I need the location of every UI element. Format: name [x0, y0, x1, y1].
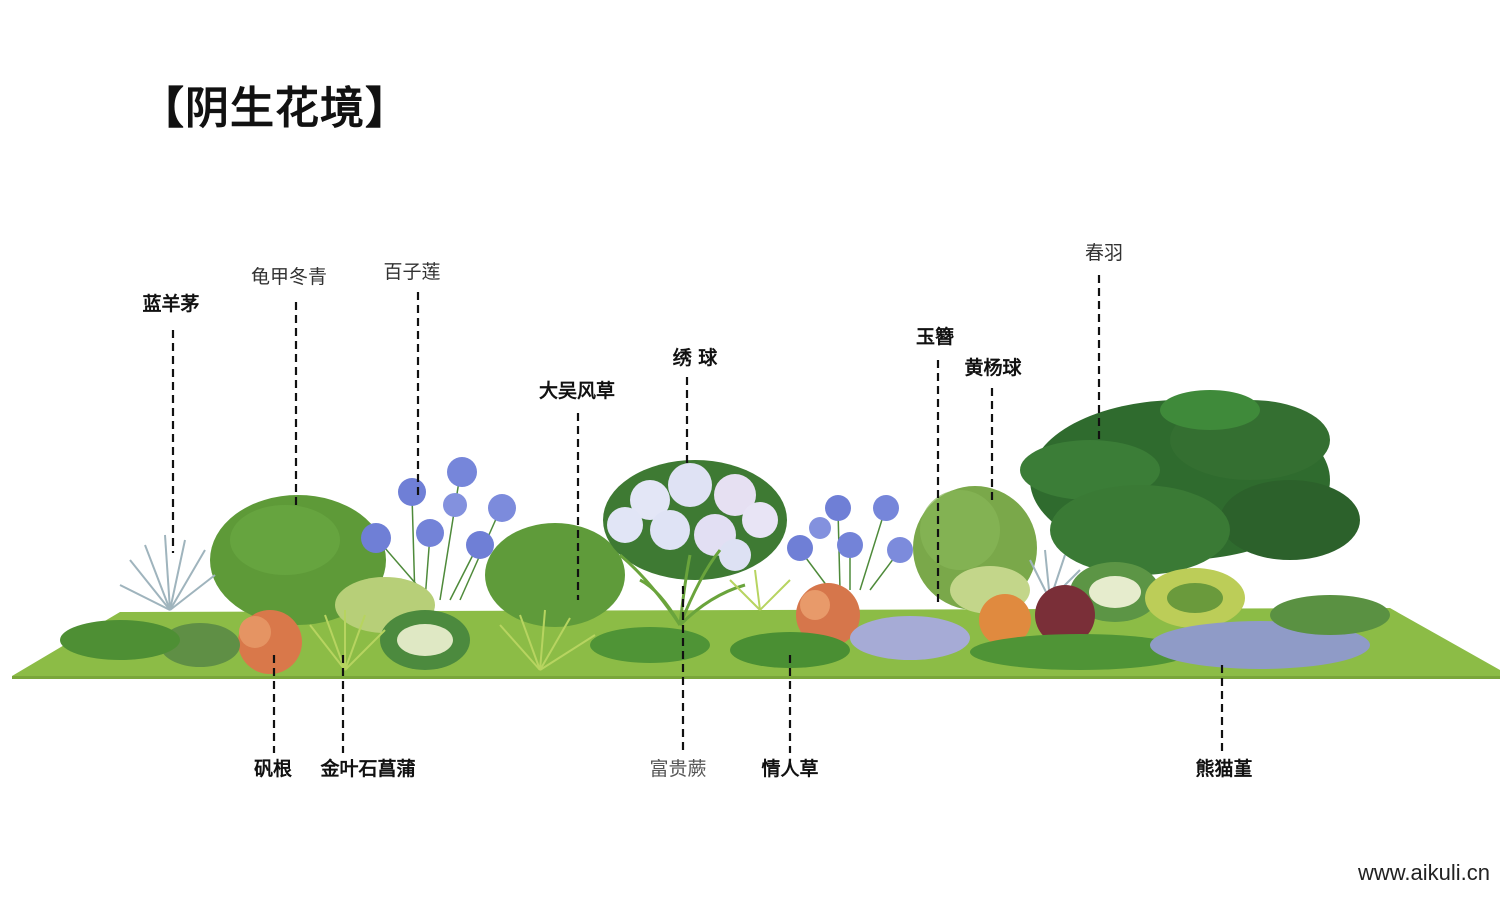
ground-cover	[60, 595, 1390, 670]
watermark-text: www.aikuli.cn	[1357, 860, 1490, 885]
label-guijiadongqing: 龟甲冬青	[250, 266, 328, 288]
label-xiongmaojin: 熊猫堇	[1195, 758, 1253, 780]
label-lanyangmao: 蓝羊茅	[142, 293, 200, 315]
label-yuzan: 玉簪	[915, 326, 955, 348]
label-fangen: 矾根	[253, 758, 293, 780]
lawn-edge	[12, 676, 1500, 679]
leader-lines	[171, 275, 1224, 753]
small-dome	[485, 523, 625, 627]
blue-fescue	[119, 534, 216, 611]
heuchera-coral	[238, 583, 1095, 674]
page-title: 【阴生花境】	[140, 83, 410, 134]
label-baizilian: 百子莲	[383, 261, 441, 283]
label-jinyeshichangpu: 金叶石菖蒲	[320, 758, 416, 780]
label-qingrencao: 情人草	[761, 758, 819, 780]
label-chunyu: 春羽	[1084, 242, 1124, 264]
hydrangea	[603, 460, 787, 580]
agapanthus-right	[787, 495, 913, 591]
label-huangyangqiu: 黄杨球	[964, 357, 1022, 379]
label-fuguijue: 富贵蕨	[649, 758, 707, 780]
label-dawufengcao: 大吴风草	[538, 380, 616, 402]
sweet-flag-grass	[309, 569, 791, 671]
label-xiuqiu: 绣 球	[672, 347, 718, 369]
monstera-plant	[1020, 390, 1360, 575]
agapanthus-left	[361, 457, 516, 601]
